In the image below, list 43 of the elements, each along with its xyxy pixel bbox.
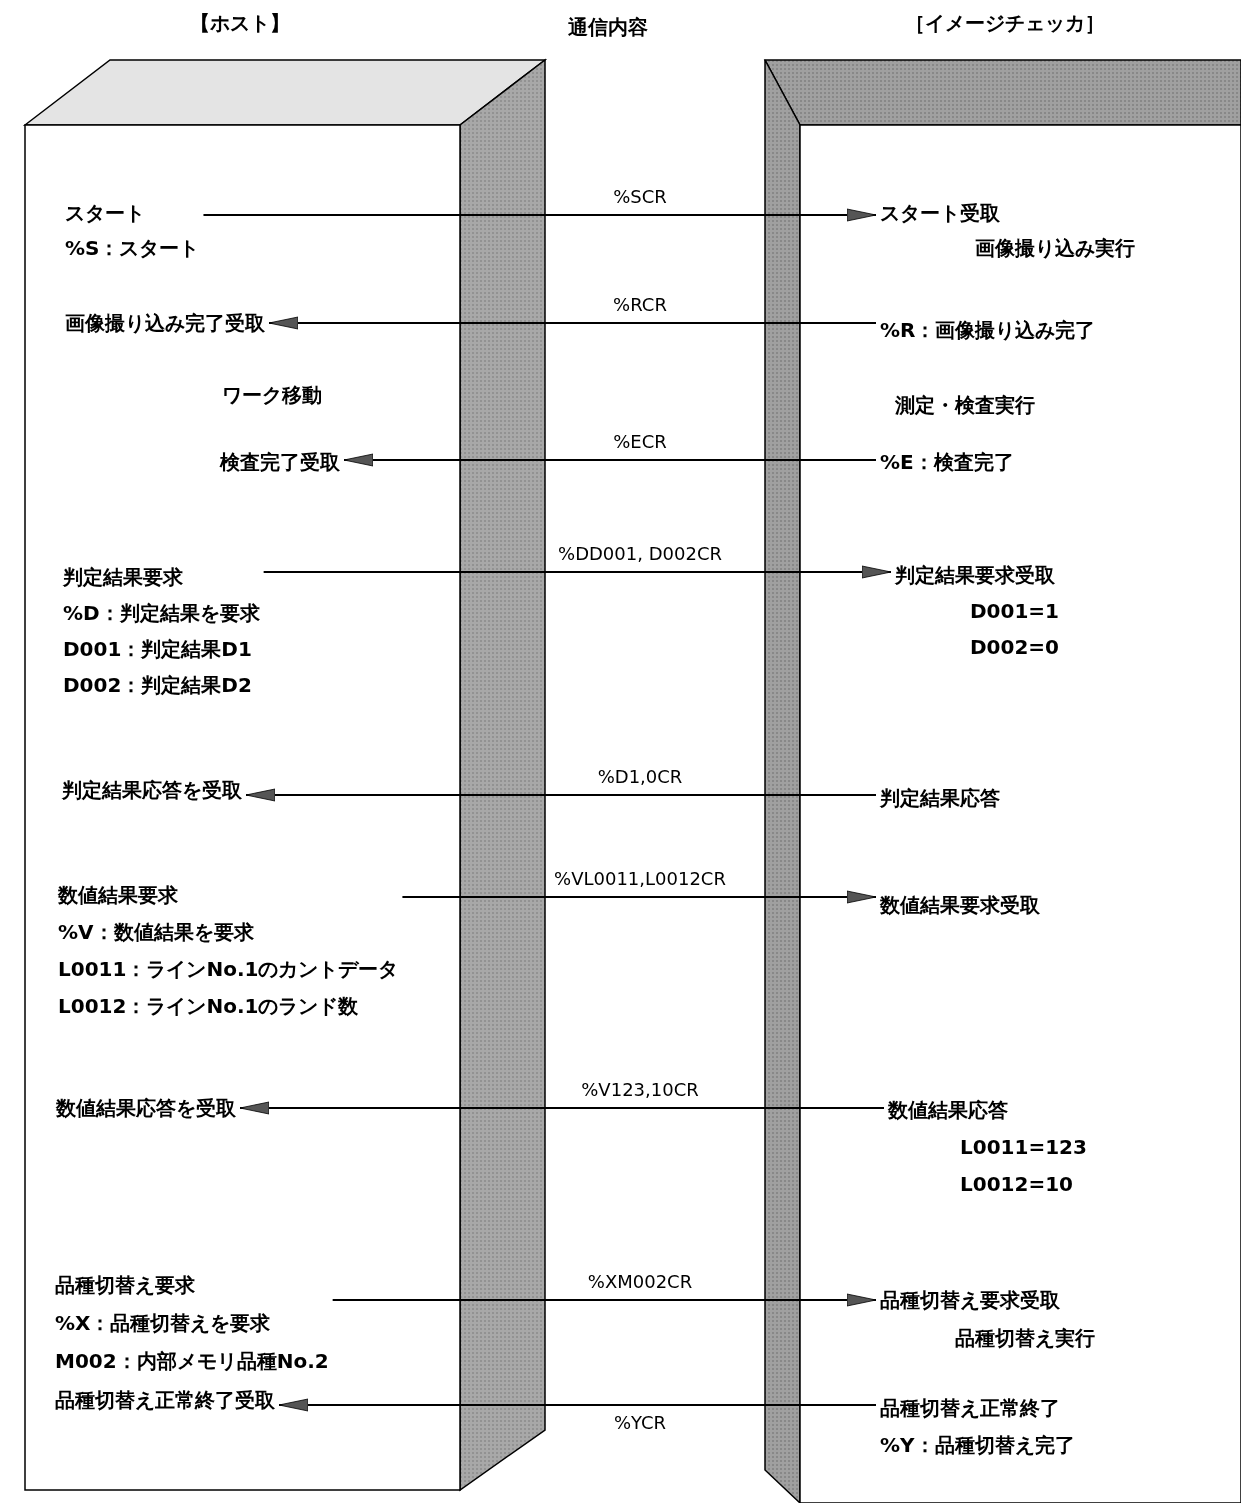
message-text: 数値結果要求受取 [880,892,1040,919]
message-text: 品種切替え実行 [955,1325,1095,1352]
message-text: %E：検査完了 [880,449,1014,476]
message-text: 判定結果要求受取 [895,562,1055,589]
message-text: D002=0 [970,634,1060,661]
message-text: スタート [65,200,145,227]
message-text: L0012=10 [960,1171,1073,1198]
message-text: %D：判定結果を要求 [63,600,260,627]
message-text: D001：判定結果D1 [63,636,252,663]
message-text: L0011：ラインNo.1のカントデータ [58,956,399,983]
message-text: 品種切替え要求 [55,1272,195,1299]
message-arrow [343,453,877,467]
note-text: ワーク移動 [222,382,322,409]
message-text: L0012：ラインNo.1のランド数 [58,993,359,1020]
message-text: スタート受取 [880,200,1000,227]
message-text: D002：判定結果D2 [63,672,252,699]
column-heading: ［イメージチェッカ］ [905,10,1105,37]
message-text: 数値結果応答を受取 [56,1095,236,1122]
message-arrow [202,208,877,222]
message-text: 品種切替え正常終了受取 [55,1387,275,1414]
message-text: 画像撮り込み実行 [975,235,1135,262]
message-arrow [245,788,877,802]
message-text: 画像撮り込み完了受取 [65,310,265,337]
message-text: 品種切替え正常終了 [880,1395,1060,1422]
message-text: M002：内部メモリ品種No.2 [55,1348,329,1375]
message-text: %V：数値結果を要求 [58,919,254,946]
message-arrow [268,316,877,330]
message-text: %X：品種切替えを要求 [55,1310,271,1337]
message-text: 判定結果応答を受取 [62,777,242,804]
message-text: D001=1 [970,598,1060,625]
message-text: %S：スタート [65,235,200,262]
note-text: 測定・検査実行 [895,392,1035,419]
message-text: 判定結果応答 [880,785,1000,812]
message-text: 判定結果要求 [63,564,183,591]
message-text: L0011=123 [960,1134,1087,1161]
message-text: %Y：品種切替え完了 [880,1432,1075,1459]
message-text: %R：画像撮り込み完了 [880,317,1096,344]
message-text: 検査完了受取 [220,449,340,476]
message-text: 数値結果応答 [888,1097,1008,1124]
message-text: 数値結果要求 [58,882,178,909]
message-text: 品種切替え要求受取 [880,1287,1060,1314]
column-heading: 【ホスト】 [190,10,290,37]
note-text: 通信内容 [568,14,648,41]
